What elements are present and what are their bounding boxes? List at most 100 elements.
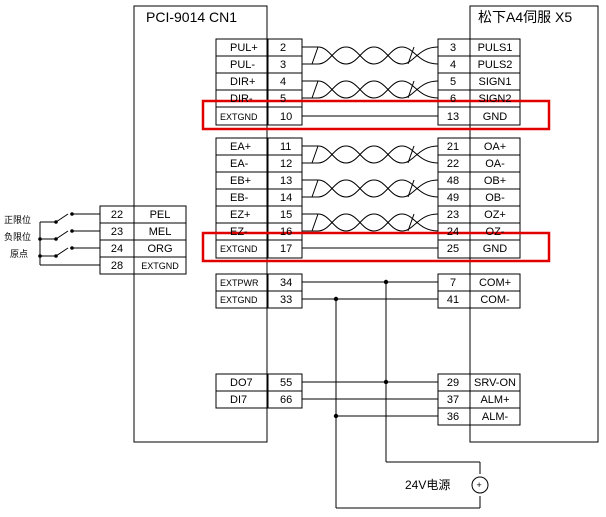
servo-connector-title: 松下A4伺服 X5: [478, 9, 572, 25]
pci-pin-number: 10: [280, 111, 292, 123]
pci-pin-name: EXTGND: [220, 112, 258, 122]
servo-pin-name: COM+: [479, 277, 511, 289]
pci-pin-number: 55: [280, 377, 292, 389]
servo-pin-number: 22: [447, 158, 459, 170]
servo-pin-name: OB-: [485, 192, 505, 204]
servo-pin-name: PULS2: [478, 59, 513, 71]
servo-pin-number: 5: [450, 76, 456, 88]
pci-pin-name: EA+: [230, 141, 251, 153]
limit-pin-name: PEL: [150, 209, 171, 221]
gnd-highlight-box-1: [201, 99, 551, 131]
pci-pin-number: 33: [280, 294, 292, 306]
pci-pin-name: PUL-: [230, 59, 255, 71]
pci-pin-group-encoder: [215, 137, 303, 259]
servo-pin-group-pulse: [437, 38, 521, 126]
pci-pin-name: EA-: [230, 158, 249, 170]
pci-pin-number: 66: [280, 394, 292, 406]
switch-label-negative-limit: 负限位: [4, 231, 31, 242]
servo-pin-name: ALM+: [480, 394, 509, 406]
pci-pin-number: 5: [280, 93, 286, 105]
pci-pin-number: 13: [280, 175, 292, 187]
switch-label-origin: 原点: [10, 249, 28, 259]
servo-pin-number: 7: [450, 277, 456, 289]
switch-label-positive-limit: 正限位: [4, 214, 31, 225]
pci-pin-name: DI7: [230, 394, 247, 406]
power-supply-label: 24V电源: [405, 478, 450, 492]
servo-pin-name: PULS1: [478, 42, 513, 54]
servo-pin-number: 41: [447, 294, 459, 306]
limit-pin-name: EXTGND: [141, 261, 179, 271]
gnd-highlight-box-2: [201, 231, 551, 263]
pci-pin-name: EXTPWR: [220, 278, 259, 288]
pci-pin-name: PUL+: [230, 42, 258, 54]
servo-pin-name: OZ-: [486, 226, 505, 238]
switch-contact-dots: [38, 212, 74, 258]
limit-pin-table: [99, 205, 187, 275]
servo-pin-name: OA+: [484, 141, 506, 153]
limit-pin-name: MEL: [149, 226, 172, 238]
pci-pin-group-power: [215, 273, 303, 309]
servo-pin-name: ALM-: [482, 411, 509, 423]
servo-pin-name: OA-: [485, 158, 505, 170]
servo-pin-number: 13: [447, 111, 459, 123]
pci-pin-number: 34: [280, 277, 292, 289]
pci-pin-number: 3: [280, 59, 286, 71]
pci-pin-group-pulse: [215, 38, 303, 126]
power-supply-polarity: +: [477, 480, 482, 490]
twisted-pair-lines: [302, 46, 439, 232]
servo-pin-number: 25: [447, 243, 459, 255]
limit-pin-name: ORG: [147, 243, 172, 255]
pci-pin-number: 15: [280, 209, 292, 221]
pci-pin-name: EXTGND: [220, 244, 258, 254]
limit-pin-number: 23: [111, 226, 123, 238]
pci-pin-name: EXTGND: [220, 295, 258, 305]
pci-pin-number: 12: [280, 158, 292, 170]
servo-pin-name: SIGN2: [478, 93, 511, 105]
pci-pin-name: EZ-: [230, 226, 248, 238]
servo-pin-name: SIGN1: [478, 76, 511, 88]
servo-pin-group-encoder: [437, 137, 521, 259]
servo-pin-group-power: [437, 273, 521, 309]
pci-connector-title: PCI-9014 CN1: [146, 9, 237, 25]
servo-pin-name: SRV-ON: [474, 377, 516, 389]
servo-pin-number: 49: [447, 192, 459, 204]
pci-pin-number: 14: [280, 192, 292, 204]
pci-pin-number: 17: [280, 243, 292, 255]
servo-pin-number: 3: [450, 42, 456, 54]
pci-pin-name: DIR-: [230, 93, 253, 105]
junction-dots: [333, 279, 389, 419]
pci-pin-name: EB-: [230, 192, 249, 204]
limit-pin-number: 28: [111, 260, 123, 272]
pci-pin-group-io: [215, 373, 303, 409]
pci-pin-number: 2: [280, 42, 286, 54]
pci-pin-name: EZ+: [230, 209, 250, 221]
servo-pin-number: 48: [447, 175, 459, 187]
pci-pin-number: 16: [280, 226, 292, 238]
pci-pin-name: DIR+: [230, 76, 255, 88]
servo-pin-name: OB+: [484, 175, 506, 187]
servo-pin-name: GND: [483, 243, 508, 255]
servo-pin-name: OZ+: [484, 209, 506, 221]
pci-pin-number: 11: [280, 141, 291, 153]
servo-pin-number: 6: [450, 93, 456, 105]
power-supply-icon: [471, 476, 489, 494]
straight-wires: [302, 115, 481, 509]
servo-pin-number: 29: [447, 377, 459, 389]
servo-pin-number: 23: [447, 209, 459, 221]
pci-pin-name: EB+: [230, 175, 251, 187]
limit-pin-number: 22: [111, 209, 123, 221]
servo-pin-number: 24: [447, 226, 459, 238]
pci-pin-name: DO7: [230, 377, 253, 389]
pci-pin-number: 4: [280, 76, 286, 88]
limit-pin-number: 24: [111, 243, 123, 255]
limit-switch-wiring: [39, 213, 100, 266]
servo-pin-number: 37: [447, 394, 459, 406]
servo-pin-number: 36: [447, 411, 459, 423]
limit-pin-labels: 22 PEL 23 MEL 24 ORG 28 EXTGND: [111, 209, 179, 272]
servo-pin-number: 21: [447, 141, 459, 153]
servo-pin-name: GND: [483, 111, 508, 123]
servo-pin-number: 4: [450, 59, 456, 71]
